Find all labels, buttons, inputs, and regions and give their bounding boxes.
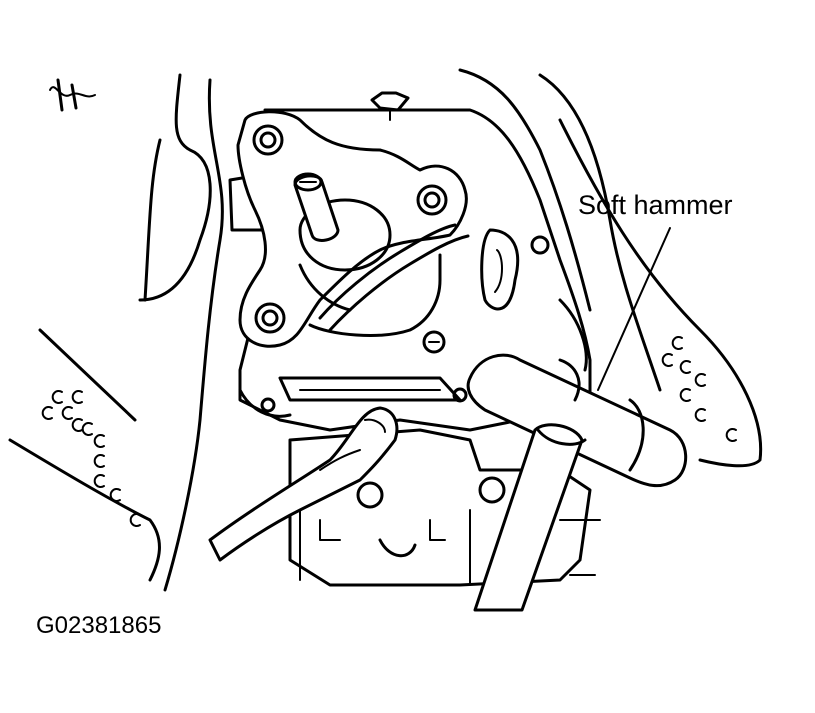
- shaft: [293, 172, 340, 242]
- top-clip: [370, 91, 410, 121]
- lower-case: [288, 428, 601, 587]
- retaining-strap: [318, 223, 470, 332]
- callout-leader: [597, 227, 671, 391]
- rib-marks-left: [41, 390, 141, 527]
- callout-label-soft-hammer: Soft hammer: [578, 190, 733, 220]
- transmission-case: [8, 68, 763, 592]
- flange: [236, 110, 468, 348]
- soft-hammer: [466, 353, 688, 612]
- figure-id: G02381865: [36, 612, 162, 639]
- hand: [208, 406, 399, 562]
- rib-marks-right: [661, 336, 737, 442]
